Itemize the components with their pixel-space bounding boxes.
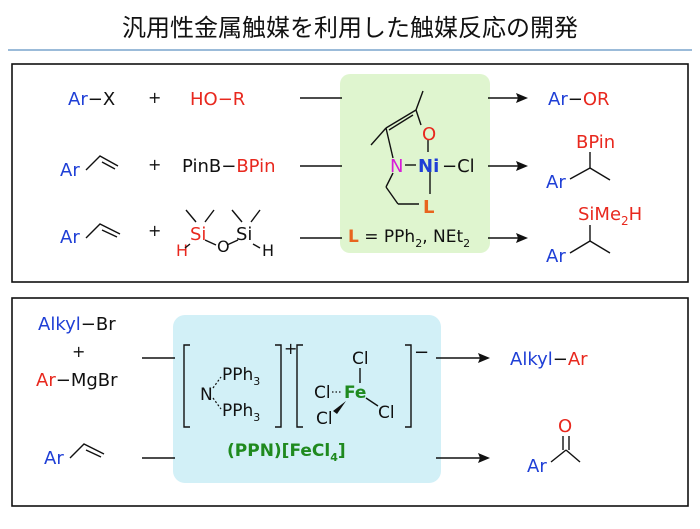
row4-product-ar: Ar <box>568 349 588 370</box>
ni-complex-o: O <box>422 124 436 145</box>
panel2-arrowheads <box>478 353 490 463</box>
ppn-n: N <box>200 385 213 405</box>
row4-mgbr: MgBr <box>71 370 118 391</box>
fecl4-cl-bottom: Cl <box>316 409 333 429</box>
row1-x: X <box>103 89 115 110</box>
row5-ar: Ar <box>44 448 64 469</box>
fecl4-wedge-bond <box>333 401 346 414</box>
fecl4-cl-top: Cl <box>352 349 369 369</box>
ligand-legend-l: L <box>348 227 359 247</box>
row2-dash: − <box>221 156 236 177</box>
ppn-sub-bottom: 3 <box>253 411 260 424</box>
row3-product-ar: Ar <box>546 246 566 267</box>
ligand-legend-sub1: 2 <box>415 237 422 250</box>
row5-product-o: O <box>558 416 572 437</box>
ligand-legend: L = PPh2, NEt2 <box>348 227 470 250</box>
fe-catalyst-name-sub: 4 <box>330 451 338 464</box>
row3-plus: + <box>148 221 161 240</box>
row2-plus: + <box>148 155 161 174</box>
fecl4-cl-right: Cl <box>378 403 395 423</box>
panel2-arrows <box>142 357 480 459</box>
fecl4-fe: Fe <box>344 383 366 403</box>
row2-product-group: BPin <box>576 132 615 153</box>
row3-product-sime: SiMe <box>578 204 621 225</box>
row4-dash1: − <box>81 314 96 335</box>
ppn-cation-bracket <box>183 344 282 428</box>
row3-product-group: SiMe2H <box>578 204 642 228</box>
row5-vinyl-bond <box>69 443 105 459</box>
row4-plus: + <box>72 342 85 361</box>
row2-vinyl-bond <box>85 155 119 171</box>
row3-product-bonds <box>569 225 611 254</box>
panel1-arrowheads <box>516 93 528 243</box>
row5-ketone-bonds <box>550 436 581 463</box>
page-title: 汎用性金属触媒を利用した触媒反応の開発 <box>122 14 578 42</box>
fe-catalyst-name-end: ] <box>338 441 346 461</box>
row3-si1: Si <box>190 224 206 245</box>
row2-diboron: PinB−BPin <box>182 156 276 177</box>
ppn-sub-top: 3 <box>253 375 260 388</box>
row4-dash2: − <box>56 370 71 391</box>
fecl4-anion-bracket <box>296 344 412 428</box>
row4-product: Alkyl−Ar <box>510 349 588 370</box>
ni-complex-l: L <box>423 197 434 218</box>
row3-ar: Ar <box>60 227 80 248</box>
fe-catalyst-name-main: (PPN)[FeCl <box>227 441 330 461</box>
ni-catalyst-box <box>340 74 490 253</box>
row4-grignard: Ar−MgBr <box>36 370 118 391</box>
ppn-pph3-top: PPh3 <box>222 365 260 388</box>
row3-product-sub: 2 <box>621 214 629 228</box>
ppn-pph3-bottom: PPh3 <box>222 401 260 424</box>
row1-product-ar: Ar <box>548 89 568 110</box>
row1-alcohol: HO−R <box>190 89 245 110</box>
row1-ar: Ar <box>68 89 88 110</box>
row3-product-h: H <box>629 204 643 225</box>
row1-dash: − <box>88 89 103 110</box>
row1-reactant1: Ar−X <box>68 89 115 110</box>
row1-product: Ar−OR <box>548 89 610 110</box>
panel1-arrows <box>300 97 518 239</box>
ni-complex-ni: Ni <box>418 156 439 177</box>
row4-product-alkyl: Alkyl <box>510 349 553 370</box>
row4-br: Br <box>96 314 116 335</box>
row1-product-dash: − <box>568 89 583 110</box>
ni-complex-cl: −Cl <box>442 156 475 177</box>
ni-complex-n: N <box>390 156 403 177</box>
row2-bpin: BPin <box>236 156 275 177</box>
row2-pinb: PinB <box>182 156 221 177</box>
row1-plus: + <box>148 88 161 107</box>
ppn-pph-top: PPh <box>222 365 253 385</box>
ligand-legend-eq: = PPh <box>359 227 415 247</box>
row2-ar: Ar <box>60 160 80 181</box>
fecl4-cl-left: Cl <box>314 383 331 403</box>
row3-siloxane-bonds <box>184 209 261 249</box>
row4-product-dash: − <box>553 349 568 370</box>
row3-o: O <box>217 237 230 256</box>
ligand-legend-sub2: 2 <box>463 237 470 250</box>
row1-product-or: OR <box>583 89 610 110</box>
fe-catalyst-box <box>173 315 441 483</box>
row4-alkyl-br: Alkyl−Br <box>38 314 116 335</box>
ni-complex-bonds <box>370 90 431 205</box>
row5-product-ar: Ar <box>527 456 547 477</box>
ppn-charge: + <box>284 339 297 358</box>
fecl4-bonds <box>359 368 379 407</box>
row2-product-ar: Ar <box>546 172 566 193</box>
ligand-legend-mid: , NEt <box>422 227 463 247</box>
row3-si2: Si <box>236 224 252 245</box>
row2-product-bonds <box>569 152 611 181</box>
panel-fe-reactions <box>11 297 689 507</box>
fe-catalyst-name: (PPN)[FeCl4] <box>227 441 346 464</box>
fecl4-charge: − <box>414 342 429 363</box>
row3-h1: H <box>176 241 188 260</box>
ppn-pph-bottom: PPh <box>222 401 253 421</box>
row3-vinyl-bond <box>85 223 121 239</box>
row4-alkyl: Alkyl <box>38 314 81 335</box>
panel-ni-reactions <box>11 63 689 283</box>
row4-ar: Ar <box>36 370 56 391</box>
row3-h2: H <box>262 241 274 260</box>
